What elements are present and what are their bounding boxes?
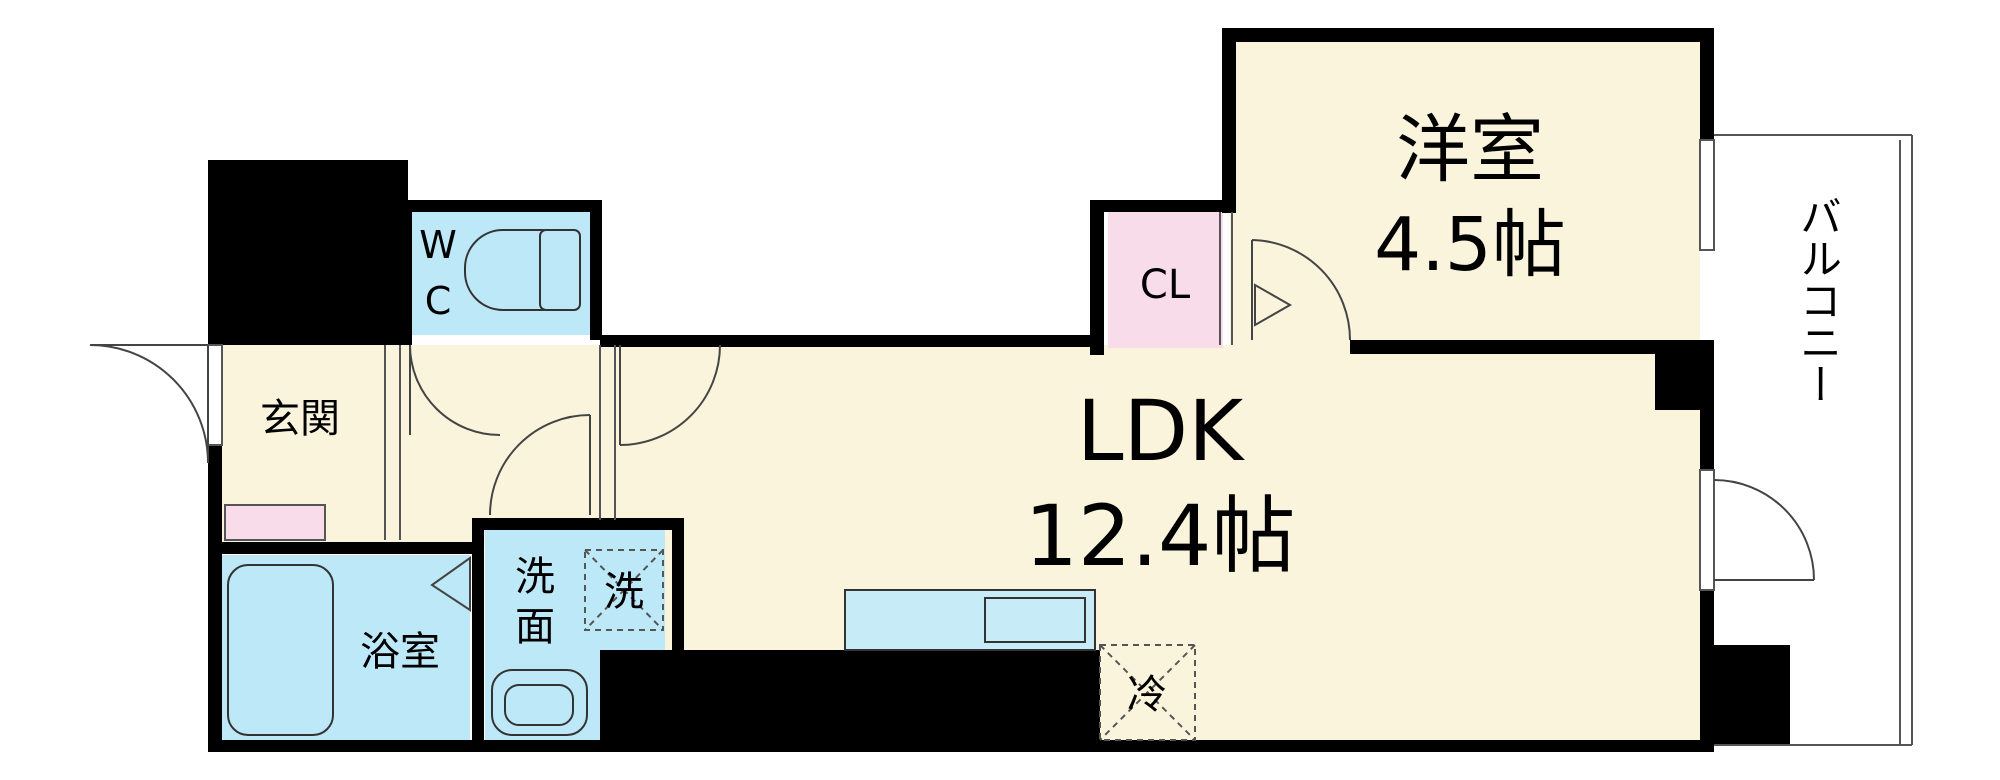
shoe-box bbox=[224, 504, 326, 541]
washroom-label-1: 洗 bbox=[515, 554, 555, 600]
kitchen-counter bbox=[844, 589, 1096, 651]
closet-label: CL bbox=[1140, 262, 1191, 308]
ldk-label: LDK bbox=[1077, 382, 1245, 480]
ldk-size: 12.4帖 bbox=[1024, 487, 1295, 585]
wc-label-c: C bbox=[425, 279, 452, 323]
western-room-label: 洋室 bbox=[1396, 107, 1544, 193]
washroom-label-2: 面 bbox=[515, 604, 555, 650]
wc-label-w: W bbox=[419, 223, 457, 267]
toilet bbox=[464, 229, 581, 311]
interior-lines bbox=[384, 212, 1233, 540]
bathtub bbox=[227, 564, 334, 736]
closet-floor bbox=[1108, 210, 1223, 348]
bath-label: 浴室 bbox=[360, 629, 440, 675]
doors bbox=[89, 239, 1815, 612]
western-room-floor bbox=[1230, 40, 1700, 352]
balcony-rail bbox=[1714, 134, 1913, 746]
entrance-label: 玄関 bbox=[260, 396, 340, 442]
fridge-label: 冷 bbox=[1127, 672, 1167, 718]
washer-label: 洗 bbox=[604, 569, 644, 615]
windows bbox=[207, 139, 1715, 591]
balcony-label: バルコニー bbox=[1794, 195, 1843, 405]
wash-basin bbox=[491, 669, 588, 736]
washer-space bbox=[584, 549, 664, 631]
fridge-space bbox=[1099, 644, 1196, 741]
western-room-size: 4.5帖 bbox=[1374, 202, 1566, 288]
